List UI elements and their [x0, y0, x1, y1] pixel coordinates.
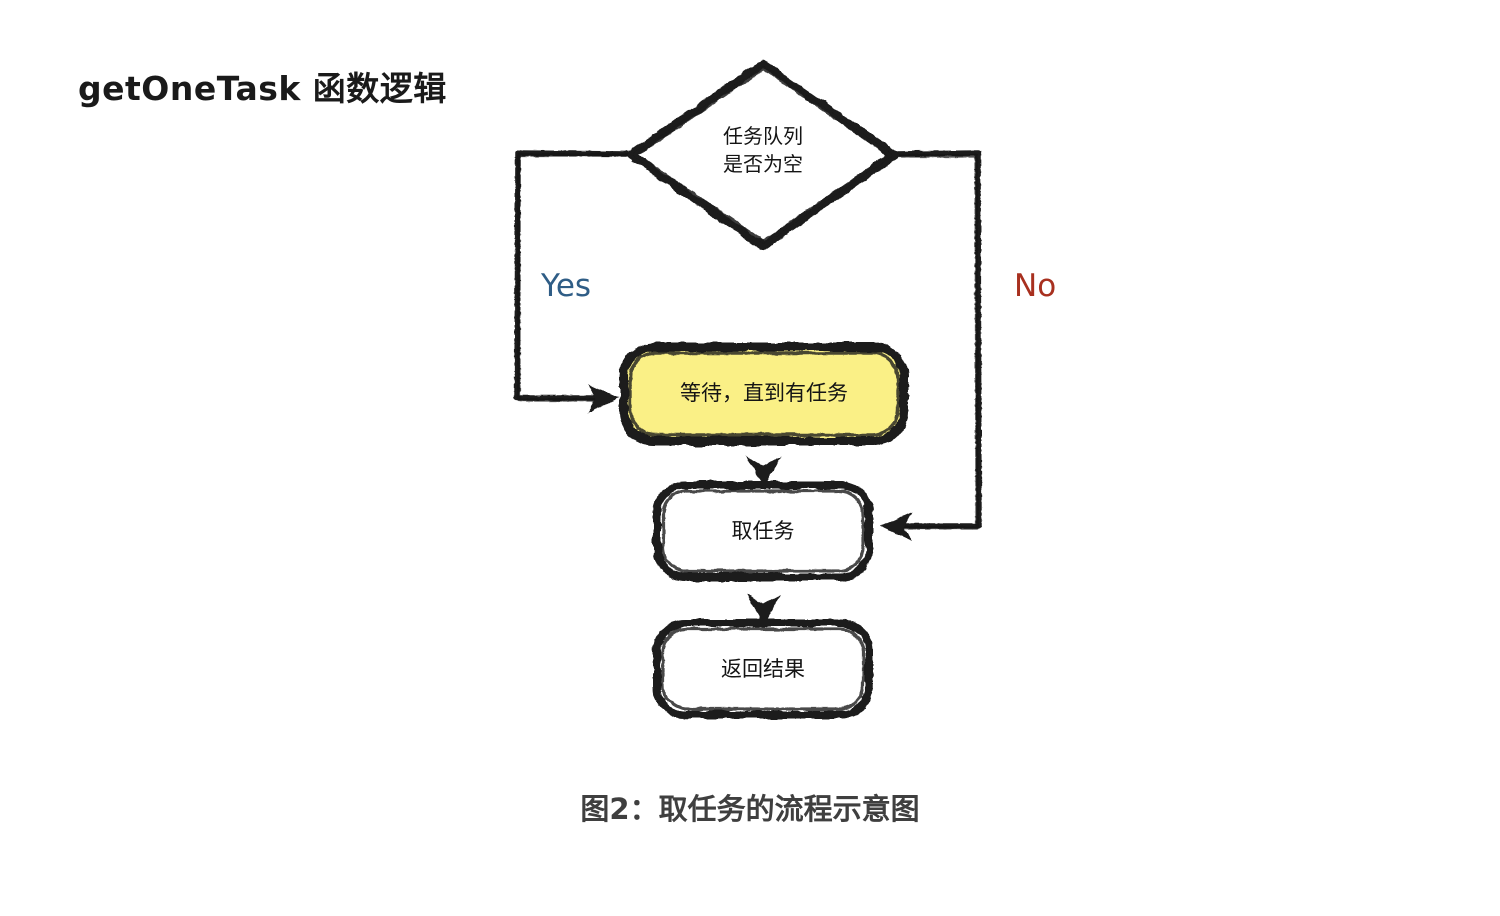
edge-no — [889, 150, 982, 530]
figure-caption: 图2：取任务的流程示意图 — [580, 792, 920, 826]
edge-wait-to-take-arrowhead — [746, 456, 781, 487]
edge-yes-arrowhead — [587, 384, 619, 413]
edge-yes — [514, 150, 634, 402]
node-return-result[interactable] — [653, 619, 873, 719]
edge-label-no: No — [1014, 268, 1057, 304]
figure-title: getOneTask 函数逻辑 — [78, 69, 447, 108]
edge-no-arrowhead — [880, 512, 913, 541]
edge-take-to-result-arrowhead — [746, 594, 781, 625]
node-wait-until-task[interactable] — [619, 342, 909, 446]
node-decision-queue-empty[interactable] — [626, 59, 899, 251]
edge-label-yes: Yes — [541, 268, 592, 304]
node-take-task[interactable] — [653, 481, 873, 581]
